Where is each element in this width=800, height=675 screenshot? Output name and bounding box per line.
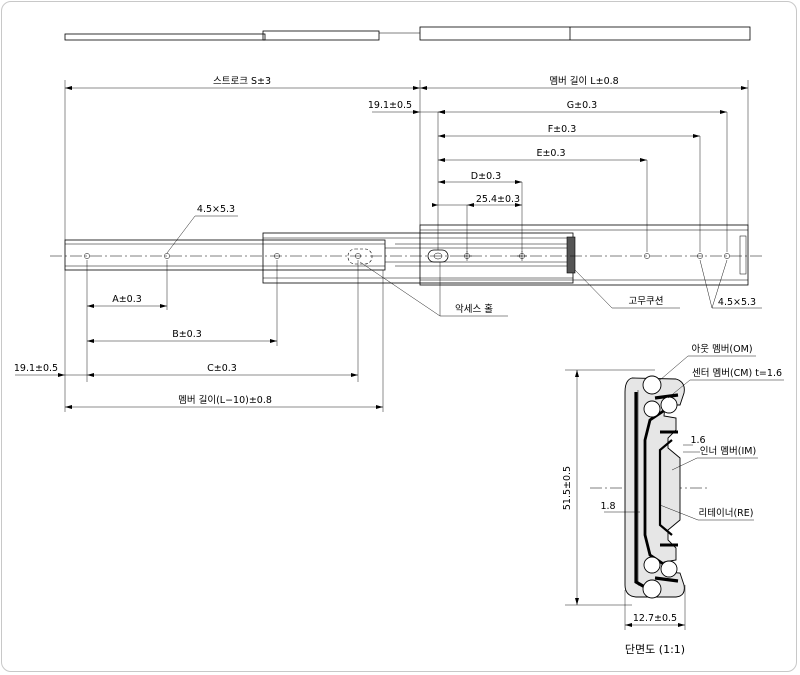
- b-label: B±0.3: [172, 329, 202, 340]
- width-label: 12.7±0.5: [633, 613, 677, 624]
- member-length-label: 멤버 길이 L±0.8: [549, 75, 618, 87]
- f-label: F±0.3: [548, 124, 577, 135]
- rubber-cushion: [566, 236, 576, 274]
- pitch-label: 25.4±0.3: [476, 194, 520, 205]
- mount-hole: [644, 253, 650, 259]
- g-label: G±0.3: [567, 100, 597, 111]
- hole-size-label: 4.5×5.3: [197, 204, 235, 215]
- retainer-label: 리테이너(RE): [699, 508, 754, 519]
- side-view: [50, 224, 765, 286]
- center-member-label: 센터 멤버(CM) t=1.6: [692, 368, 782, 379]
- lower-dimensions: [15, 260, 384, 412]
- c-label: C±0.3: [207, 363, 237, 374]
- mount-hole: [355, 253, 361, 259]
- upper-dimensions: [64, 80, 749, 252]
- thickness-18-label: 1.8: [600, 501, 615, 512]
- ball-bearing: [643, 556, 661, 574]
- hole-size-label-right: 4.5×5.3: [718, 297, 756, 308]
- outer-member-label: 아웃 멤버(OM): [691, 344, 752, 355]
- ball-bearing: [642, 375, 662, 395]
- cross-section: [565, 355, 784, 630]
- dimension-text: 스트로크 S±3 멤버 길이 L±0.8 19.1±0.5 G±0.3 F±0.…: [14, 75, 782, 656]
- access-hole-label: 악세스 홀: [455, 303, 493, 315]
- mount-hole: [274, 253, 280, 259]
- top-view-inner-member: [64, 33, 266, 41]
- e-label: E±0.3: [536, 148, 565, 159]
- top-view: [64, 26, 751, 41]
- top-view-outer-member: [419, 26, 751, 41]
- d-label: D±0.3: [471, 171, 501, 182]
- member-length-short-label: 멤버 길이(L−10)±0.8: [178, 394, 272, 406]
- ball-bearing: [660, 396, 678, 414]
- mount-hole: [697, 253, 703, 259]
- mount-hole: [164, 253, 170, 259]
- mount-hole: [724, 253, 730, 259]
- thickness-16-label: 1.6: [690, 435, 705, 446]
- outer-member-body: [419, 224, 749, 286]
- ball-bearing: [660, 560, 678, 578]
- ball-bearing: [643, 400, 661, 418]
- offset-bottom-label: 19.1±0.5: [14, 363, 58, 374]
- mount-hole: [84, 253, 90, 259]
- top-view-center-member: [262, 30, 380, 41]
- rubber-cushion-label: 고무쿠션: [629, 296, 664, 307]
- offset-top-label: 19.1±0.5: [368, 100, 412, 111]
- leaders: [166, 215, 762, 317]
- hidden-slot: [347, 248, 373, 265]
- inner-member-body: [64, 239, 386, 271]
- center-member-body: [262, 232, 574, 284]
- inner-member-label: 인너 멤버(IM): [700, 446, 756, 457]
- section-title: 단면도 (1:1): [625, 643, 685, 656]
- ball-bearing: [642, 579, 662, 599]
- a-label: A±0.3: [112, 294, 142, 305]
- height-label: 51.5±0.5: [562, 466, 573, 510]
- stroke-label: 스트로크 S±3: [213, 76, 271, 87]
